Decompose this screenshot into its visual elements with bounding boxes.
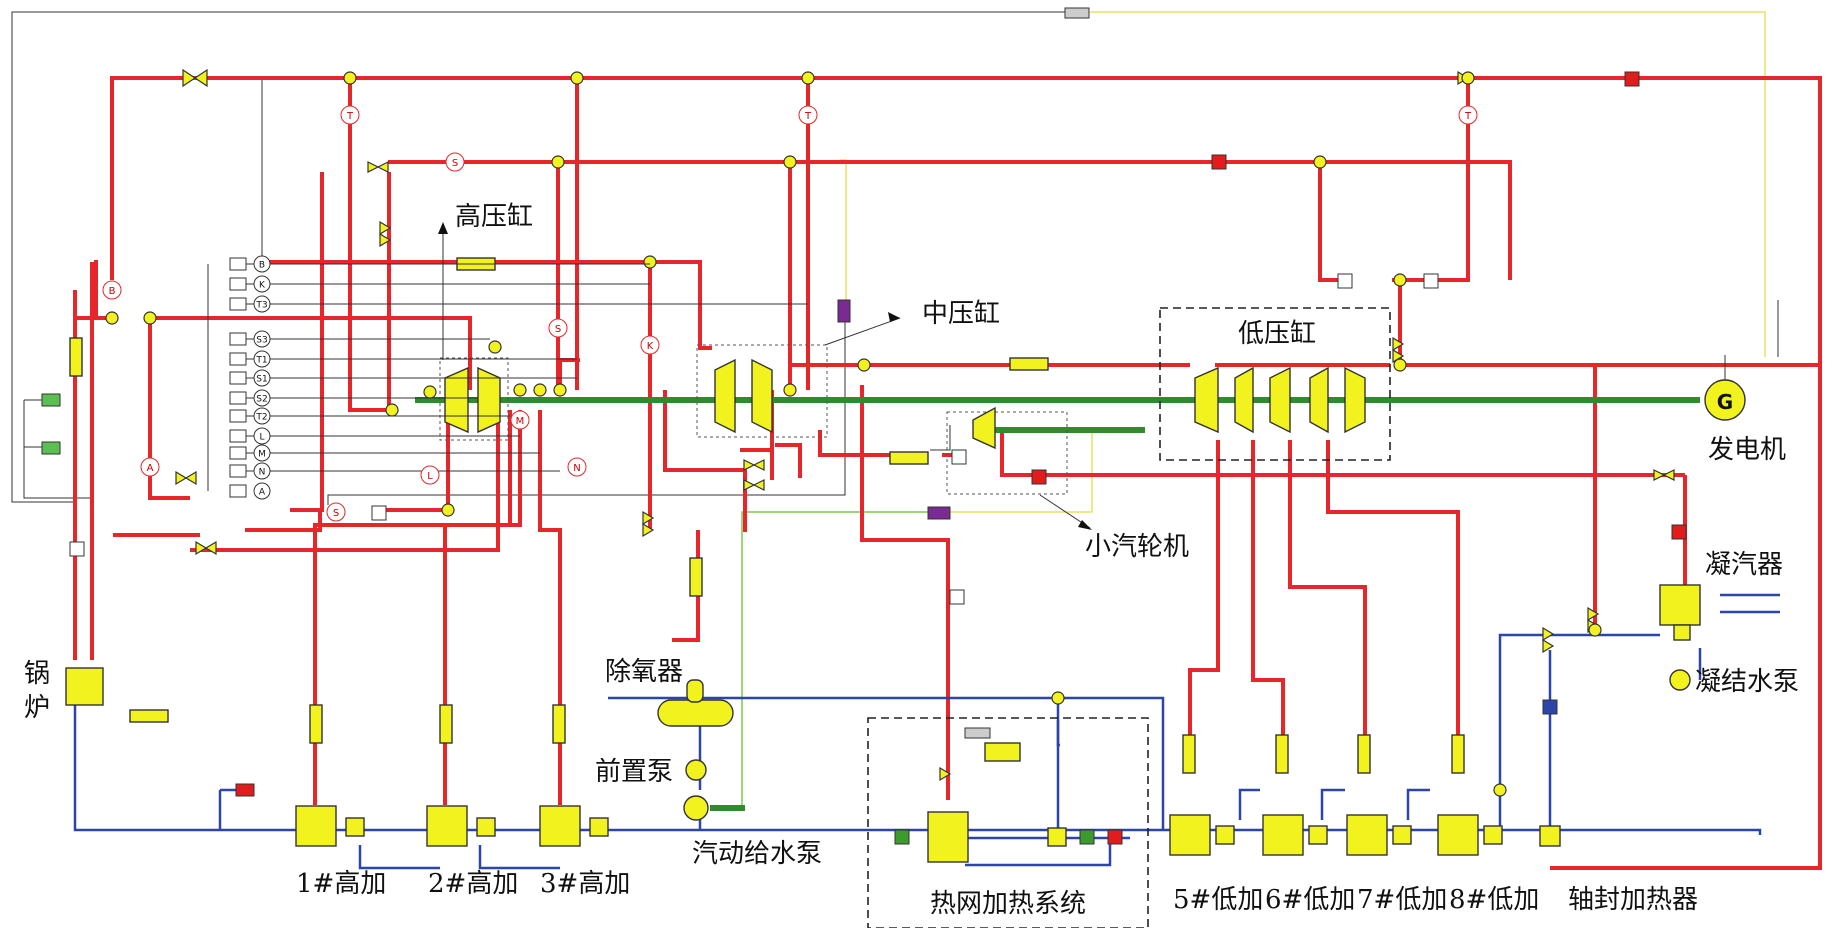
sensor-tag-label: A [259, 488, 266, 498]
line-tag-t1: T [346, 111, 354, 122]
labels: 高压缸 中压缸 低压缸 发电机 凝汽器 凝结水泵 小汽轮机 除氧器 前置泵 汽动… [24, 202, 1799, 919]
sensor-tag-circle [253, 389, 271, 407]
label-boiler-1: 锅 [24, 659, 50, 689]
line-tag-b: B [109, 286, 116, 297]
label-hp-heater-3: 3#高加 [540, 869, 630, 899]
label-feed-pump: 汽动给水泵 [692, 839, 822, 869]
line-tag-l: L [427, 471, 433, 482]
sensor-tag-label: B [259, 261, 265, 271]
line-tag-s1: S [452, 158, 458, 169]
label-condensate-pump: 凝结水泵 [1695, 667, 1799, 697]
dashed-groups [438, 222, 1391, 928]
valves-and-nodes [105, 68, 1675, 797]
line-tag-s3: S [333, 508, 339, 519]
lp-turbine [1194, 366, 1366, 434]
line-tag-t3: T [1464, 111, 1472, 122]
sensor-tag-label: T3 [255, 301, 267, 311]
sensor-tag-circle [253, 369, 271, 387]
label-ip-cylinder: 中压缸 [922, 299, 1000, 329]
sensor-tag-circle [253, 407, 271, 425]
water-lines [73, 593, 1780, 870]
label-hp-cylinder: 高压缸 [455, 202, 533, 232]
label-lp-heater-6: 6#低加 [1265, 885, 1355, 915]
sensor-tag-circle [253, 295, 271, 313]
sensor-tag-circle [253, 482, 271, 500]
sensor-tag-circle [253, 255, 271, 273]
sensor-tag-label: K [259, 281, 266, 291]
line-tag-s2: S [555, 324, 561, 335]
sensor-tag-label: N [259, 468, 266, 478]
label-lp-heater-7: 7#低加 [1357, 885, 1447, 915]
sensor-tag-circle [253, 350, 271, 368]
sensor-tag-label: S1 [256, 375, 267, 385]
line-tag-a: A [147, 463, 154, 474]
line-tag-k: K [647, 341, 654, 352]
heaters [65, 7, 1701, 863]
line-tag-n: N [573, 463, 580, 474]
sensor-tag-circle [253, 444, 271, 462]
label-booster-pump: 前置泵 [595, 757, 673, 787]
sensor-tag-circle [253, 427, 271, 445]
label-lp-heater-8: 8#低加 [1449, 885, 1539, 915]
sensor-tag-label: S2 [256, 395, 267, 405]
label-lp-cylinder: 低压缸 [1238, 319, 1316, 349]
line-tags: T T T S S S B K A L M N [102, 105, 1478, 522]
generator-symbol: G [1717, 390, 1733, 414]
sensor-tag-label: L [259, 433, 264, 443]
sensor-tag-circle [253, 330, 271, 348]
sensor-tag-label: T1 [255, 356, 267, 366]
sensor-tag-label: S3 [256, 336, 267, 346]
label-hp-heater-2: 2#高加 [428, 869, 518, 899]
line-tag-m: M [516, 416, 525, 427]
ip-turbine [714, 358, 773, 434]
label-boiler-2: 炉 [24, 693, 50, 723]
sensor-bank [41, 257, 808, 797]
label-small-turbine: 小汽轮机 [1085, 532, 1189, 562]
label-lp-heater-5: 5#低加 [1173, 885, 1263, 915]
sensor-tag-circle [253, 275, 271, 293]
label-condenser: 凝汽器 [1705, 550, 1783, 580]
sensor-tag-label: T2 [255, 413, 267, 423]
sensor-tag-label: M [258, 450, 266, 460]
shafts [415, 397, 1700, 811]
line-tag-t2: T [804, 111, 812, 122]
label-generator: 发电机 [1708, 435, 1786, 465]
label-gland-heater: 轴封加热器 [1568, 885, 1698, 915]
label-heating-system: 热网加热系统 [930, 889, 1086, 919]
steam-lines [73, 76, 1822, 870]
sensor-tag-circle [253, 462, 271, 480]
signal-lines [11, 11, 1779, 808]
small-turbine [972, 406, 996, 450]
generator: G [1704, 355, 1746, 421]
label-hp-heater-1: 1#高加 [296, 869, 386, 899]
label-deaerator: 除氧器 [605, 657, 683, 687]
